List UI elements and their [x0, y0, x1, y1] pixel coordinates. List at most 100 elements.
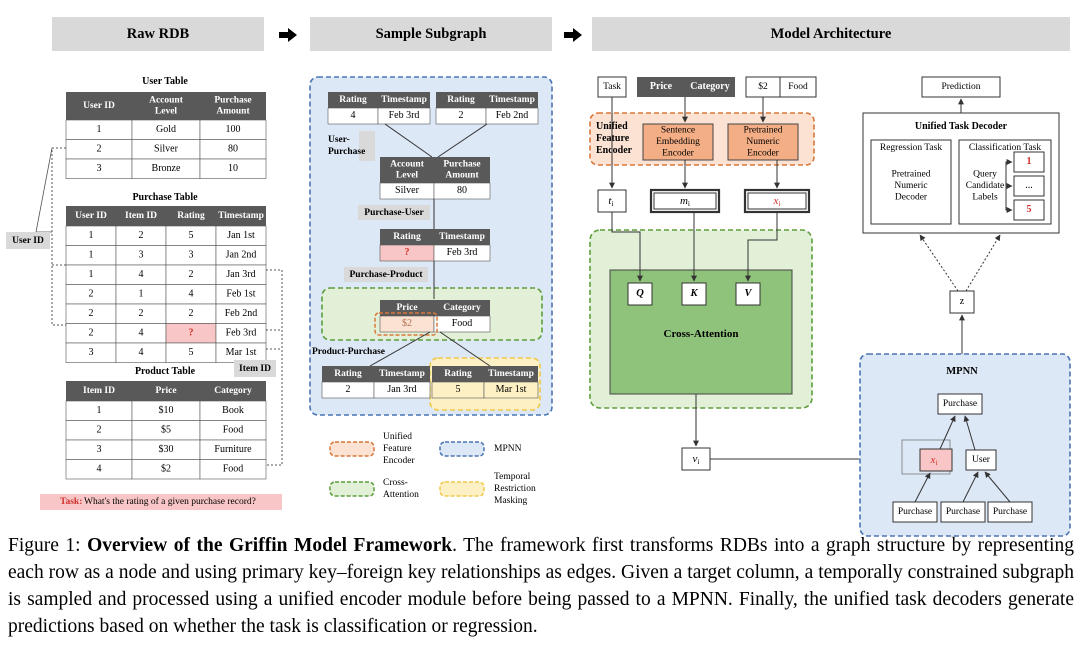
subgraph-user-cell [433, 182, 491, 200]
task-text: What's the rating of a given purchase re… [84, 496, 256, 507]
z-label: z [960, 296, 965, 307]
item-id-tag [234, 360, 276, 377]
mpnn-purchase-3-label: Purchase [993, 507, 1027, 517]
user-purchase-label-2: Purchase [328, 147, 365, 157]
subgraph-bottom-1-value: Jan 3rd [387, 384, 416, 395]
purchase-table-header-cell: Item ID [125, 211, 157, 221]
price-header-label: Price [650, 81, 673, 92]
x-embedding-label: xi [773, 195, 781, 208]
subgraph-purchase-1-header [328, 92, 430, 108]
cross-attention-label: Cross-Attention [664, 328, 739, 340]
category-header-box [685, 77, 735, 97]
purchase-table-cell-value: Feb 3rd [226, 328, 257, 339]
prediction-box [921, 76, 1001, 98]
purchase-user-label: Purchase-User [364, 208, 424, 218]
subgraph-purchase-2-header [436, 92, 538, 108]
x-embedding-inner [747, 192, 807, 210]
subgraph-target-header-cell: Timestamp [439, 232, 485, 242]
purchase-table-cell-value: Feb 2nd [225, 308, 258, 319]
value-label: V [744, 288, 752, 299]
purchase-table-cell-value: Jan 3rd [226, 269, 255, 280]
category-header-label: Category [690, 81, 729, 92]
purchase-table-cell-value: 3 [189, 250, 194, 261]
edge-purchase2-user [437, 123, 488, 158]
user-table-cell-value: Bronze [152, 163, 181, 174]
subgraph-target-value: Feb 3rd [447, 247, 478, 258]
regression-task-label: Regression Task [880, 143, 942, 153]
v-output-label: vi [693, 453, 700, 466]
label-1-box [1013, 151, 1045, 173]
product-table-cell-value: $30 [159, 444, 174, 455]
edge-product-bottom-1 [369, 331, 431, 367]
subgraph-target-value: ? [405, 247, 410, 258]
user-table-cell-value: Gold [156, 124, 176, 135]
subgraph-purchase-1-header-cell: Rating [339, 95, 367, 105]
subgraph-purchase-2-cell [485, 107, 539, 125]
key-box [681, 282, 707, 306]
edge-user-purchase [963, 415, 976, 451]
edge-p1-target [914, 472, 931, 503]
purchase-table-cell-value: 4 [139, 269, 144, 280]
legend-temporal-swatch [439, 481, 485, 497]
user-table-cell-value: 100 [226, 124, 241, 135]
edge-query-label-5 [1005, 186, 1013, 213]
product-table-cell-value: Food [223, 464, 244, 475]
purchase-table-cell-value: 2 [89, 308, 94, 319]
user-table-cell [199, 158, 267, 179]
regression-task-box [870, 139, 952, 225]
query-label: Q [636, 288, 644, 299]
subgraph-bottom-1-header-cell: Timestamp [379, 369, 425, 379]
edge-x-v [745, 212, 778, 282]
prediction-label: Prediction [941, 82, 980, 92]
mpnn-purchase-1-label: Purchase [898, 507, 932, 517]
purchase-table-cell-value: 2 [189, 308, 194, 319]
pretrained-numeric-encoder [727, 123, 799, 161]
user-table-cell-value: 1 [97, 124, 102, 135]
mpnn-user-node [965, 449, 997, 471]
edge-target-purchase [939, 415, 956, 450]
edge-z-regression [919, 234, 959, 292]
product-table-cell-value: Furniture [214, 444, 252, 455]
purchase-table-cell-value: 1 [89, 230, 94, 241]
purchase-user-tag [358, 205, 430, 220]
user-id-link [51, 147, 66, 326]
user-table-header-row [66, 92, 266, 120]
user-table-cell-value: Silver [154, 144, 179, 155]
figure-caption: Figure 1: Overview of the Griffin Model … [8, 532, 1074, 640]
task-label: Task: [60, 497, 82, 507]
subgraph-target-header-cell: Rating [393, 232, 421, 242]
subgraph-product-value: $2 [402, 318, 412, 329]
legend-cross-attention-swatch [329, 481, 375, 497]
edge-purchase1-user [384, 123, 433, 158]
product-table-cell-value: Food [223, 425, 244, 436]
purchase-table-cell-value: 1 [139, 289, 144, 300]
subgraph-product-header-cell: Price [396, 303, 417, 313]
legend-mpnn-swatch [439, 441, 485, 457]
product-table-header-cell: Category [214, 386, 252, 396]
subgraph-product-header-cell: Category [443, 303, 481, 313]
legend-ufe-swatch [329, 441, 375, 457]
subgraph-bottom-1-cell [373, 381, 431, 399]
purchase-table-cell-value: 4 [189, 289, 194, 300]
label-1-text: 1 [1027, 156, 1032, 167]
product-table-cell-value: $2 [161, 464, 171, 475]
flow-arrow-2 [564, 28, 582, 42]
product-table-cell-value: $10 [159, 405, 174, 416]
user-id-pointer [35, 147, 53, 233]
flow-arrow-1 [279, 28, 297, 42]
subgraph-bottom-2-value: 5 [456, 384, 461, 395]
purchase-table-cell-value: 5 [189, 347, 194, 358]
product-table-cell [199, 459, 267, 480]
purchase-table-cell-value: 2 [189, 269, 194, 280]
mpnn-user-label: User [972, 455, 991, 465]
subgraph-bottom-2-header-cell: Timestamp [488, 369, 534, 379]
subgraph-bottom-2-cell [483, 381, 539, 399]
purchase-table-cell-value: 2 [89, 289, 94, 300]
purchase-table-cell-value: 2 [139, 230, 144, 241]
subgraph-product-cell [433, 315, 491, 333]
caption-figure-label: Figure 1: [8, 535, 81, 556]
